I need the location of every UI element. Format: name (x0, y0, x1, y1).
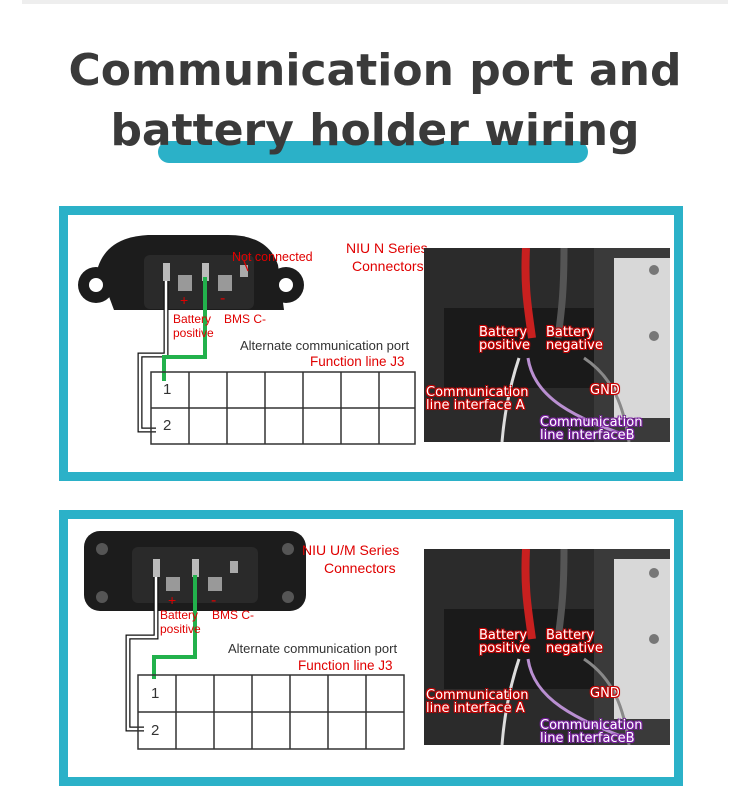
photo-comm-a-1: Communication (426, 385, 529, 400)
row-label-1: 1 (163, 381, 171, 398)
pin-gnd (192, 559, 199, 577)
pin-bms (218, 275, 232, 291)
page-title-line1: Communication port and (68, 45, 682, 96)
pin-comm (153, 559, 160, 577)
bms-label: BMS C- (212, 608, 254, 622)
photo-battery-negative-1: Battery (546, 628, 595, 643)
pin-gnd (202, 263, 209, 281)
photo-comm-a-2: line interface A (426, 701, 525, 716)
battery-positive-label-2: positive (173, 326, 214, 340)
series-label-line1: NIU U/M Series (302, 542, 399, 558)
svg-text:-: - (220, 290, 225, 307)
mount-hole-left (96, 543, 108, 555)
photo-battery-negative-2: negative (546, 641, 603, 656)
photo-battery-positive-1: Battery (479, 628, 528, 643)
top-divider (22, 0, 728, 4)
series-label-line2: Connectors (352, 258, 424, 274)
pin-nc (240, 265, 248, 277)
wire-gnd-green (152, 575, 197, 679)
pin-comm (163, 263, 170, 281)
pin-battery-positive (166, 577, 180, 591)
photo-illustration (424, 549, 670, 745)
row-label-2: 2 (151, 722, 159, 739)
not-connected-label: Not connected (232, 250, 313, 264)
photo-comm-b-2: line interfaceB (540, 731, 635, 745)
connector-diagram-n-series: + - Not connected NIU N Series Connector… (78, 235, 428, 445)
pin-battery-positive (178, 275, 192, 291)
wiring-panel-n-series: + - Not connected NIU N Series Connector… (59, 206, 683, 481)
bms-label: BMS C- (224, 312, 266, 326)
battery-positive-label-1: Battery (173, 312, 211, 326)
page-title-line2: battery holder wiring (110, 105, 640, 156)
photo-gnd: GND (590, 383, 620, 398)
photo-gnd: GND (590, 686, 620, 701)
wiring-panel-um-series: + - NIU U/M Series Connectors Battery po… (59, 510, 683, 786)
photo-comm-a-1: Communication (426, 688, 529, 703)
battery-positive-label-1: Battery (160, 608, 198, 622)
row-label-2: 2 (163, 417, 171, 434)
alt-port-label: Alternate communication port (228, 641, 397, 656)
terminal-grid (137, 674, 405, 750)
not-connected-arrow (243, 260, 249, 272)
photo-comm-b-1: Communication (540, 415, 643, 430)
pin-nc (230, 561, 238, 573)
photo-comm-b-2: line interfaceB (540, 428, 635, 442)
pin-bms (208, 577, 222, 591)
photo-comm-b-1: Communication (540, 718, 643, 733)
photo-battery-positive-1: Battery (479, 325, 528, 340)
photo-battery-negative-2: negative (546, 338, 603, 353)
alt-port-label: Alternate communication port (240, 338, 409, 353)
connector-face (144, 255, 254, 309)
row-label-1: 1 (151, 685, 159, 702)
photo-comm-a-2: line interface A (426, 398, 525, 413)
wire-gnd-green (162, 277, 207, 381)
mount-hole-right (282, 543, 294, 555)
svg-text:+: + (168, 592, 176, 608)
battery-positive-label-2: positive (160, 622, 201, 636)
photo-battery-positive-2: positive (479, 641, 530, 656)
terminal-grid (150, 371, 416, 445)
wiring-photo-n-series: Battery positive Battery negative Commun… (424, 248, 670, 442)
wiring-photo-um-series: Battery positive Battery negative Commun… (424, 549, 670, 745)
photo-illustration (424, 248, 670, 442)
svg-text:+: + (180, 292, 188, 308)
photo-battery-positive-2: positive (479, 338, 530, 353)
photo-battery-negative-1: Battery (546, 325, 595, 340)
function-line-label: Function line J3 (298, 658, 393, 673)
series-label-line1: NIU N Series (346, 240, 428, 256)
function-line-label: Function line J3 (310, 354, 405, 369)
connector-diagram-um-series: + - NIU U/M Series Connectors Battery po… (84, 531, 405, 750)
series-label-line2: Connectors (324, 560, 396, 576)
svg-text:-: - (211, 592, 216, 609)
